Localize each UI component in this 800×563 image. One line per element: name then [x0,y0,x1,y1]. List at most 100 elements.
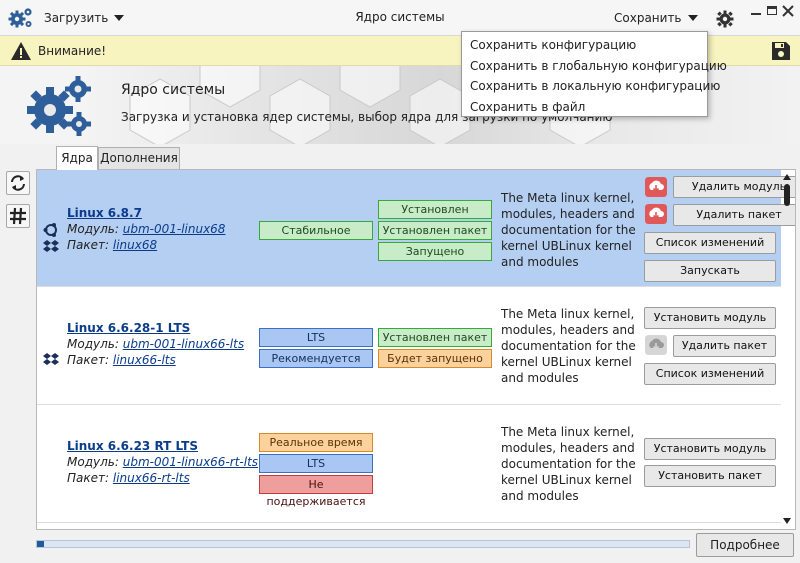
desc-line: documentation for the [501,339,636,353]
kernel-name[interactable]: Linux 6.8.7 [67,206,142,220]
cloud-download-icon[interactable] [645,204,667,224]
package-link[interactable]: linux68 [112,238,158,252]
desc-line: kernel UBLinux kernel [501,355,632,369]
kernel-description: The Meta linux kernel, modules, headers … [501,306,641,386]
menu-item-save-global[interactable]: Сохранить в глобальную конфигурацию [470,58,727,73]
package-link[interactable]: linux66-rt-lts [112,471,190,485]
kernel-row-linux66-lts[interactable]: Linux 6.6.28-1 LTS Модуль: ubm-001-linux… [37,288,781,405]
save-menu-label: Сохранить [614,11,682,25]
scroll-down-arrow[interactable] [783,518,791,524]
tab-kernels[interactable]: Ядра [56,146,98,170]
dropbox-icon [43,240,59,252]
desc-line: The Meta linux kernel, [501,307,635,321]
module-link[interactable]: ubm-001-linux68 [122,222,226,236]
scrollbar[interactable] [780,172,794,527]
progress-bar [36,540,690,548]
close-icon[interactable] [782,4,794,18]
scroll-up-arrow[interactable] [783,174,791,180]
window-title: Ядро системы [355,10,445,24]
package-label: Пакет: [67,238,110,252]
kernel-description: The Meta linux kernel, modules, headers … [501,424,641,504]
gears-icon [27,76,91,136]
desc-line: and modules [501,489,579,503]
kernel-module-line: Модуль: ubm-001-linux66-rt-lts [67,455,258,469]
menu-item-save-config[interactable]: Сохранить конфигурацию [470,38,637,52]
menu-item-save-file[interactable]: Сохранить в файл [470,99,586,114]
title-bar [0,0,800,36]
ubuntu-like-icon [43,223,57,237]
warning-triangle-icon [11,42,31,60]
desc-line: documentation for the [501,457,636,471]
minimize-icon[interactable] [750,4,762,18]
module-label: Модуль: [67,455,119,469]
run-button[interactable]: Запускать [644,260,776,282]
kernel-name[interactable]: Linux 6.6.28-1 LTS [67,321,191,335]
chevron-down-icon [687,15,698,21]
menu-item-save-local[interactable]: Сохранить в локальную конфигурацию [470,79,721,93]
cloud-download-icon[interactable] [645,177,667,197]
module-label: Модуль: [67,222,119,236]
warning-text: Внимание! [38,44,107,58]
chevron-down-icon [114,15,125,21]
remove-module-button[interactable]: Удалить модуль [673,176,795,198]
load-menu[interactable]: Загрузить [44,8,125,28]
module-link[interactable]: ubm-001-linux66-rt-lts [122,455,259,469]
cloud-download-icon[interactable] [645,335,667,355]
progress-fill [37,541,44,547]
package-label: Пакет: [67,471,110,485]
details-button[interactable]: Подробнее [696,533,794,557]
status-badge: Установлен пакет [378,221,492,240]
remove-package-button[interactable]: Удалить пакет [673,335,776,357]
tab-addons[interactable]: Дополнения [98,147,180,169]
save-menu[interactable]: Сохранить [614,8,698,28]
desc-line: and modules [501,371,579,385]
status-badge: Установлен пакет [378,328,492,347]
kernel-package-line: Пакет: linux66-rt-lts [67,471,190,485]
kernel-name[interactable]: Linux 6.6.23 RT LTS [67,439,199,453]
kernel-package-line: Пакет: linux66-lts [67,353,176,367]
tag-badge: LTS [259,454,373,473]
changelog-button[interactable]: Список изменений [644,232,776,254]
remove-package-button[interactable]: Удалить пакет [673,204,795,226]
desc-line: and modules [501,255,579,269]
desc-line: modules, headers and [501,323,635,337]
install-package-button[interactable]: Установить пакет [644,465,776,487]
kernel-row-partial [37,524,781,529]
module-link[interactable]: ubm-001-linux66-lts [122,337,245,351]
refresh-button[interactable] [6,171,30,195]
install-module-button[interactable]: Установить модуль [644,307,776,329]
hash-button[interactable] [6,204,30,228]
refresh-icon [11,175,25,191]
tag-badge: Реальное время [259,433,373,452]
tag-badge: Рекомендуется [259,349,373,368]
changelog-button[interactable]: Список изменений [644,363,776,385]
tag-badge: LTS [259,328,373,347]
desc-line: The Meta linux kernel, [501,425,635,439]
kernel-module-line: Модуль: ubm-001-linux68 [67,222,225,236]
kernel-list: Linux 6.8.7 Модуль: ubm-001-linux68 Паке… [36,169,796,530]
status-badge: Запущено [378,242,492,261]
desc-line: documentation for the [501,223,636,237]
page-title: Ядро системы [121,82,226,98]
kernel-row-linux66-rt-lts[interactable]: Linux 6.6.23 RT LTS Модуль: ubm-001-linu… [37,406,781,523]
kernel-module-line: Модуль: ubm-001-linux66-lts [67,337,244,351]
kernel-row-linux68[interactable]: Linux 6.8.7 Модуль: ubm-001-linux68 Паке… [37,170,795,287]
gears-icon [8,8,32,28]
kernel-package-line: Пакет: linux68 [67,238,157,252]
desc-line: modules, headers and [501,207,635,221]
maximize-icon[interactable] [766,4,778,18]
load-menu-label: Загрузить [44,11,109,25]
kernel-description: The Meta linux kernel, modules, headers … [501,190,641,270]
hash-icon [10,207,26,225]
floppy-disk-icon[interactable] [770,40,792,62]
gear-icon[interactable] [716,10,734,28]
desc-line: The Meta linux kernel, [501,191,635,205]
install-module-button[interactable]: Установить модуль [644,438,776,460]
scroll-thumb[interactable] [784,184,790,206]
desc-line: kernel UBLinux kernel [501,239,632,253]
tag-badge: Не поддерживается [259,475,373,508]
window-controls [750,4,798,22]
package-label: Пакет: [67,353,110,367]
package-link[interactable]: linux66-lts [112,353,176,367]
tag-badge: Стабильное [259,221,373,240]
